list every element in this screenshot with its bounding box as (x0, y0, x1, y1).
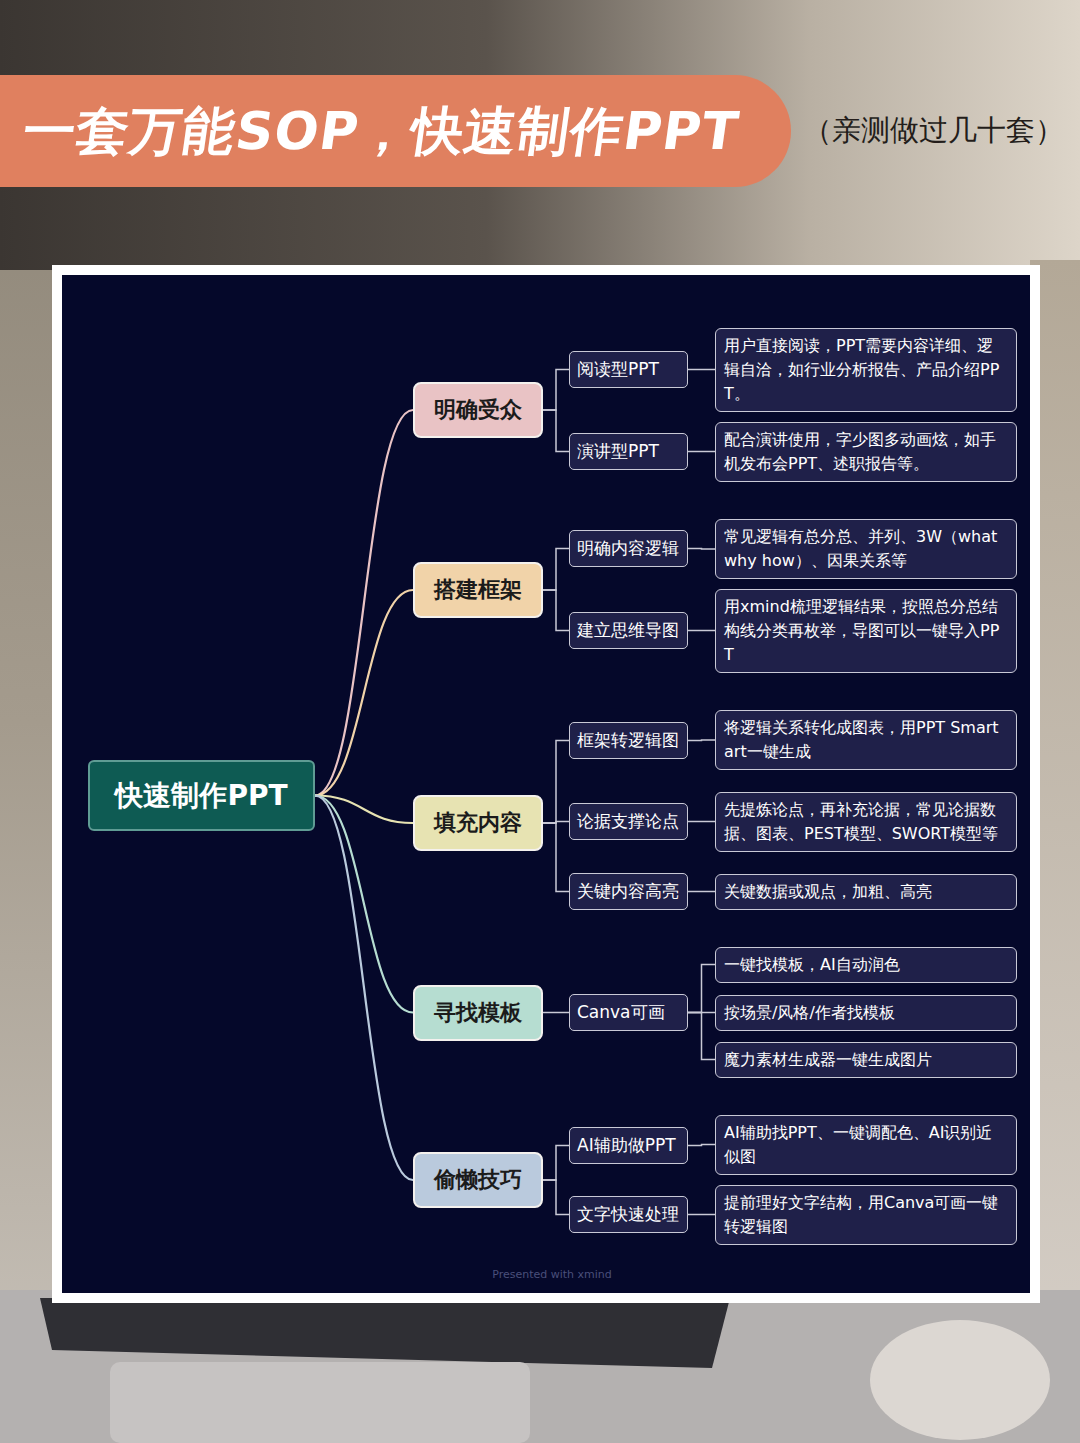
laptop-body (0, 1290, 1080, 1443)
connector (688, 451, 715, 453)
topic-text: 用户直接阅读，PPT需要内容详细、逻辑自洽，如行业分析报告、产品介绍PPT。 (724, 334, 1008, 406)
title-banner: 一套万能SOP，快速制作PPT (0, 75, 791, 187)
topic-text: 填充内容 (434, 808, 522, 838)
subtopic-box: 文字快速处理 (569, 1196, 688, 1233)
topic-text: 文字快速处理 (577, 1203, 679, 1226)
topic-text: 按场景/风格/作者找模板 (724, 1001, 1008, 1025)
subtopic-box: AI辅助做PPT (569, 1127, 688, 1164)
detail-box: 魔力素材生成器一键生成图片 (715, 1042, 1017, 1078)
connector (315, 410, 413, 796)
topic-text: 一键找模板，AI自动润色 (724, 953, 1008, 977)
topic-text: Canva可画 (577, 1001, 665, 1024)
connector (543, 590, 569, 631)
keyboard (40, 1298, 730, 1368)
topic-text: 快速制作PPT (115, 777, 287, 815)
subtopic-box: 阅读型PPT (569, 351, 688, 388)
main-topic: 寻找模板 (413, 985, 543, 1041)
connector (688, 1012, 715, 1014)
mindmap-panel (62, 275, 1030, 1293)
detail-box: 配合演讲使用，字少图多动画炫，如手机发布会PPT、述职报告等。 (715, 422, 1017, 482)
connector (543, 549, 569, 591)
connector (688, 891, 715, 893)
detail-box: 关键数据或观点，加粗、高亮 (715, 874, 1017, 910)
connector (543, 823, 569, 892)
connector (543, 410, 569, 452)
topic-text: 提前理好文字结构，用Canva可画一键转逻辑图 (724, 1191, 1008, 1239)
subtopic-box: 论据支撑论点 (569, 803, 688, 840)
connector (315, 796, 413, 1013)
connector (688, 369, 715, 371)
connector (688, 1145, 715, 1146)
subtopic-box: 关键内容高亮 (569, 873, 688, 910)
topic-text: 明确受众 (434, 395, 522, 425)
mouse (870, 1320, 1050, 1440)
photo-wall (0, 0, 1080, 270)
topic-text: 将逻辑关系转化成图表，用PPT Smartart一键生成 (724, 716, 1008, 764)
connector (315, 796, 413, 1181)
detail-box: AI辅助找PPT、一键调配色、AI识别近似图 (715, 1115, 1017, 1175)
title: 一套万能SOP，快速制作PPT (16, 75, 746, 187)
topic-text: 论据支撑论点 (577, 810, 679, 833)
topic-text: 搭建框架 (434, 575, 522, 605)
connector (543, 822, 569, 824)
touchpad (110, 1362, 530, 1443)
topic-text: 寻找模板 (434, 998, 522, 1028)
connector (688, 548, 715, 550)
topic-text: 明确内容逻辑 (577, 537, 679, 560)
topic-text: AI辅助找PPT、一键调配色、AI识别近似图 (724, 1121, 1008, 1169)
topic-text: 演讲型PPT (577, 440, 659, 463)
watermark: Presented with xmind (492, 1268, 612, 1281)
detail-box: 先提炼论点，再补充论据，常见论据数据、图表、PEST模型、SWORT模型等 (715, 792, 1017, 852)
connector (688, 630, 715, 632)
connector (543, 741, 569, 824)
detail-box: 用户直接阅读，PPT需要内容详细、逻辑自洽，如行业分析报告、产品介绍PPT。 (715, 328, 1017, 412)
topic-text: 建立思维导图 (577, 619, 679, 642)
subtitle-note: （亲测做过几十套） (803, 111, 1064, 151)
main-topic: 搭建框架 (413, 562, 543, 618)
detail-box: 提前理好文字结构，用Canva可画一键转逻辑图 (715, 1185, 1017, 1245)
central-topic: 快速制作PPT (88, 760, 315, 831)
detail-box: 用xmind梳理逻辑结果，按照总分总结构线分类再枚举，导图可以一键导入PPT (715, 589, 1017, 673)
connector (688, 1013, 715, 1060)
subtopic-box: 框架转逻辑图 (569, 722, 688, 759)
subtopic-box: 演讲型PPT (569, 433, 688, 470)
connector (688, 821, 715, 823)
connector (543, 1012, 569, 1014)
detail-box: 按场景/风格/作者找模板 (715, 995, 1017, 1031)
topic-text: 偷懒技巧 (434, 1165, 522, 1195)
detail-box: 一键找模板，AI自动润色 (715, 947, 1017, 983)
connector (688, 965, 715, 1013)
main-topic: 填充内容 (413, 795, 543, 851)
topic-text: 关键数据或观点，加粗、高亮 (724, 880, 1008, 904)
detail-box: 将逻辑关系转化成图表，用PPT Smartart一键生成 (715, 710, 1017, 770)
subtopic-box: Canva可画 (569, 994, 688, 1031)
connector (543, 1146, 569, 1181)
topic-text: 框架转逻辑图 (577, 729, 679, 752)
topic-text: 用xmind梳理逻辑结果，按照总分总结构线分类再枚举，导图可以一键导入PPT (724, 595, 1008, 667)
main-topic: 明确受众 (413, 382, 543, 438)
detail-box: 常见逻辑有总分总、并列、3W（what why how）、因果关系等 (715, 519, 1017, 579)
connector (543, 1180, 569, 1215)
connector (543, 370, 569, 411)
connector (315, 796, 413, 824)
topic-text: 关键内容高亮 (577, 880, 679, 903)
connector (688, 739, 715, 741)
topic-text: 常见逻辑有总分总、并列、3W（what why how）、因果关系等 (724, 525, 1008, 573)
connector (688, 1214, 715, 1216)
main-topic: 偷懒技巧 (413, 1152, 543, 1208)
white-frame (52, 265, 1040, 1303)
topic-text: 魔力素材生成器一键生成图片 (724, 1048, 1008, 1072)
topic-text: 配合演讲使用，字少图多动画炫，如手机发布会PPT、述职报告等。 (724, 428, 1008, 476)
subtopic-box: 明确内容逻辑 (569, 530, 688, 567)
topic-text: 先提炼论点，再补充论据，常见论据数据、图表、PEST模型、SWORT模型等 (724, 798, 1008, 846)
topic-text: 阅读型PPT (577, 358, 659, 381)
subtopic-box: 建立思维导图 (569, 612, 688, 649)
topic-text: AI辅助做PPT (577, 1134, 676, 1157)
connector (315, 590, 413, 796)
